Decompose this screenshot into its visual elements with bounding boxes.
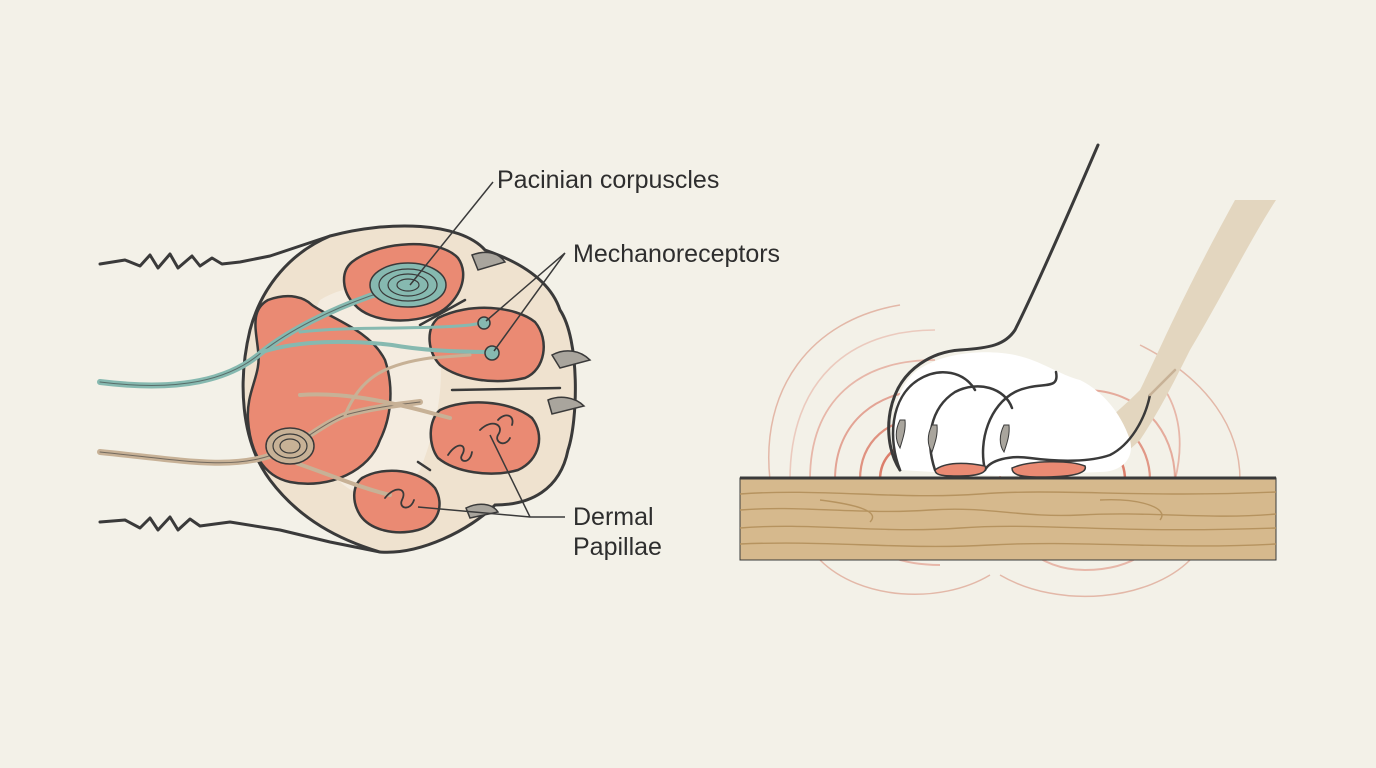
pacinian-corpuscles-label: Pacinian corpuscles <box>497 166 720 194</box>
cat-paw <box>892 352 1131 476</box>
claw-icon <box>550 350 592 369</box>
claw-icon <box>895 419 906 450</box>
tan-nerve-branch <box>298 392 452 420</box>
wood-grain <box>739 491 1277 548</box>
paw-toe-outline <box>981 370 1058 472</box>
claw-icon <box>999 424 1010 454</box>
toe-pad-bottom <box>353 469 441 534</box>
tan-nerve-branch <box>343 353 472 417</box>
pad-separator <box>416 298 562 472</box>
dermal-papilla <box>447 444 473 462</box>
cat-leg-outline <box>887 143 1100 472</box>
claw-icon <box>547 396 586 415</box>
toe-pad-lower-middle <box>429 401 541 475</box>
paw-cross-section <box>97 181 592 554</box>
teal-nerve-branch <box>260 339 492 354</box>
dermal-papilla <box>479 414 514 445</box>
pacinian-corpuscle-icon <box>369 262 447 308</box>
dermal-papillae-label: Dermal Papillae <box>573 502 662 562</box>
paw-on-surface <box>739 143 1277 598</box>
dermal-papillae-label-line1: Dermal <box>573 503 654 531</box>
dermal-papilla <box>384 488 415 509</box>
mechanoreceptors-label: Mechanoreceptors <box>573 240 781 268</box>
paw-toe-outline <box>891 371 977 472</box>
leader-line-dermal-papillae <box>417 434 565 518</box>
paw-sole-outline <box>1148 368 1177 397</box>
pacinian-corpuscle-icon <box>265 427 315 465</box>
second-leg <box>1060 200 1276 472</box>
paw-pad <box>1011 460 1086 478</box>
paw-pad <box>934 462 987 477</box>
leader-line-mechanoreceptors <box>485 252 566 352</box>
teal-nerve-branch <box>298 321 484 334</box>
claw-icon <box>471 251 507 271</box>
dermal-papillae-label-line2: Papillae <box>573 533 662 561</box>
fur-bottom-edge <box>98 515 382 554</box>
paw-sole-outline <box>983 393 1152 472</box>
wooden-surface <box>739 476 1277 561</box>
leader-line-pacinian <box>409 181 494 286</box>
fur-top-edge <box>98 234 332 270</box>
claw-icon <box>927 424 938 454</box>
claw-icon <box>465 503 500 519</box>
